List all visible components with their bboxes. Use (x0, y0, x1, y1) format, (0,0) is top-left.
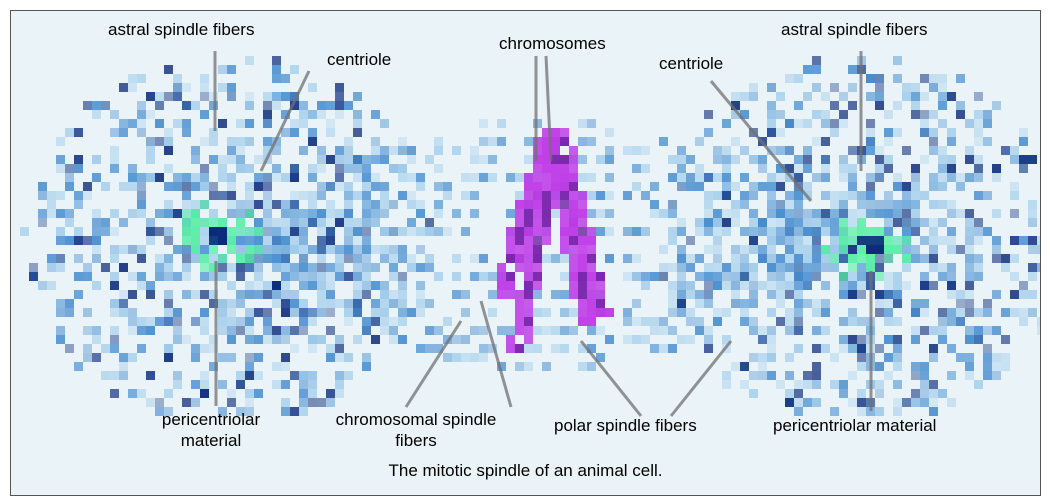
label-astral-spindle-fibers-right: astral spindle fibers (781, 19, 927, 40)
label-centriole-left: centriole (327, 49, 391, 70)
label-pericentriolar-material-left: pericentriolar material (151, 409, 271, 451)
label-chromosomal-line2: fibers (316, 430, 516, 451)
label-chromosomal-spindle-fibers: chromosomal spindle fibers (316, 409, 516, 451)
label-chromosomes: chromosomes (499, 33, 606, 54)
label-polar-spindle-fibers: polar spindle fibers (554, 415, 697, 436)
label-pericentriolar-left-line1: pericentriolar (151, 409, 271, 430)
label-pericentriolar-left-line2: material (151, 430, 271, 451)
label-astral-spindle-fibers-left: astral spindle fibers (108, 19, 254, 40)
label-chromosomal-line1: chromosomal spindle (316, 409, 516, 430)
diagram-caption: The mitotic spindle of an animal cell. (11, 461, 1040, 481)
label-pericentriolar-material-right: pericentriolar material (773, 415, 936, 436)
diagram-frame: astral spindle fibers centriole chromoso… (10, 10, 1041, 496)
label-centriole-right: centriole (659, 53, 723, 74)
